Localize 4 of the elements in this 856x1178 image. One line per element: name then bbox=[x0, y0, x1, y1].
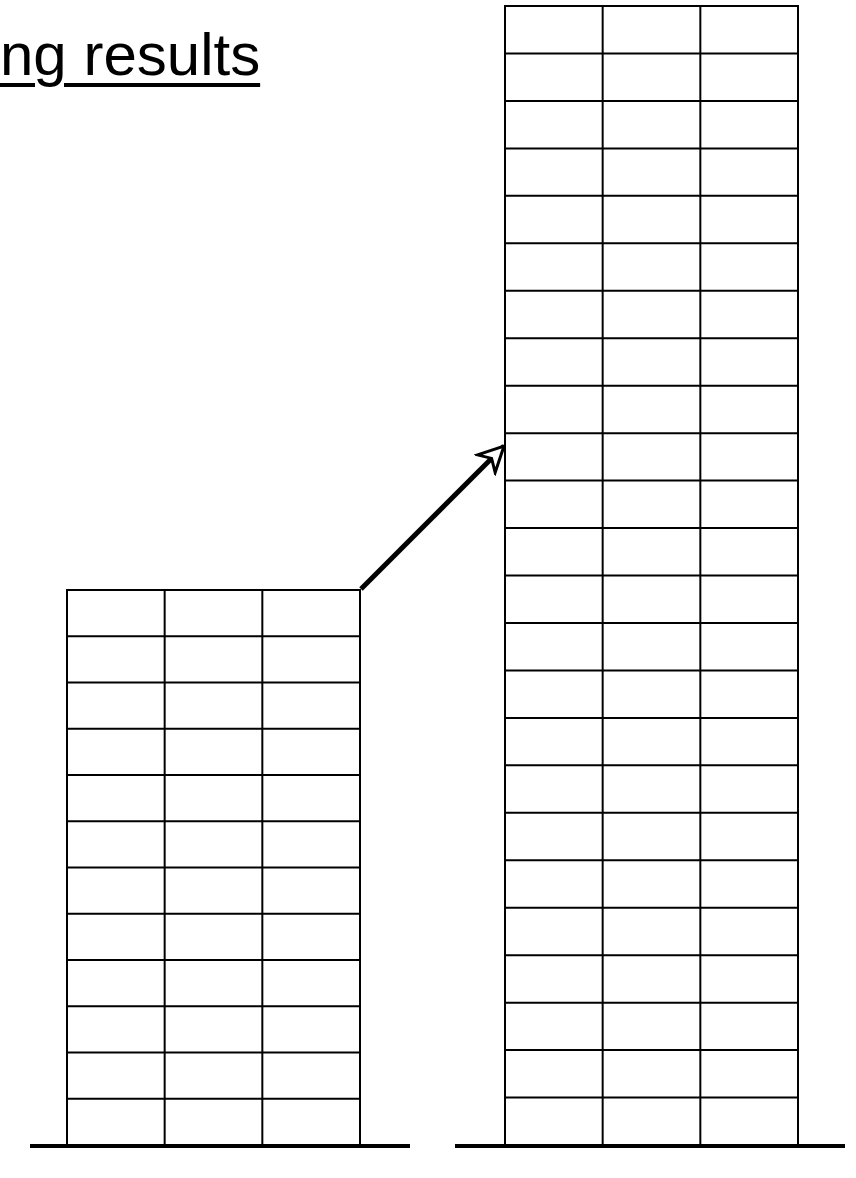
arrow bbox=[359, 444, 506, 591]
building-drawing bbox=[504, 5, 799, 1146]
building-drawing bbox=[66, 589, 361, 1146]
title: ng results bbox=[0, 20, 261, 89]
